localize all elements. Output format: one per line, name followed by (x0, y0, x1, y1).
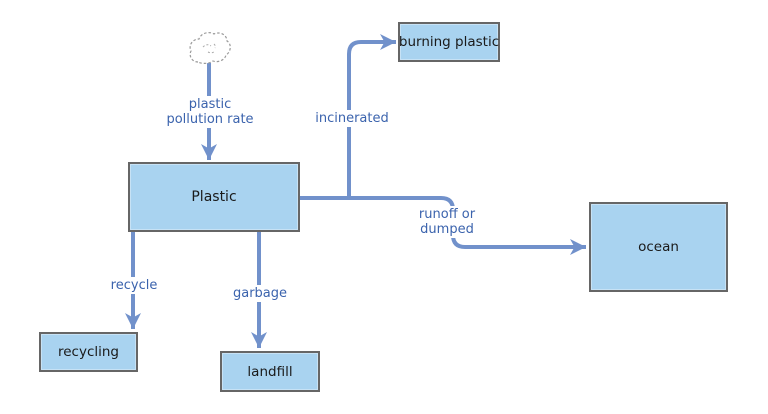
stock-label: landfill (247, 363, 293, 380)
stock-label: ocean (638, 239, 679, 255)
stock-box-ocean[interactable]: ocean (589, 202, 728, 292)
flow-label-line: pollution rate (166, 112, 254, 127)
stock-label: burning plastic (398, 34, 500, 50)
flow-label-garbage[interactable]: garbage (229, 285, 291, 302)
flow-label-plastic-pollution-rate[interactable]: plastic pollution rate (163, 96, 257, 128)
stock-label: recycling (57, 344, 120, 360)
stock-box-recycling[interactable]: recycling (39, 332, 138, 372)
stock-label: Plastic (191, 189, 237, 205)
stock-box-burning-plastic[interactable]: burning plastic (398, 22, 500, 62)
flow-label-incinerated[interactable]: incinerated (312, 110, 392, 127)
stock-box-plastic[interactable]: Plastic (128, 162, 300, 232)
flow-label-line: runoff or (418, 207, 476, 222)
flow-incinerated-line[interactable] (347, 34, 396, 198)
flow-label-line: plastic (188, 97, 232, 112)
flow-label-runoff-or-dumped[interactable]: runoff or dumped (415, 206, 479, 238)
stock-box-landfill[interactable]: landfill (220, 351, 320, 392)
source-cloud-icon[interactable] (189, 32, 231, 64)
flow-label-line: dumped (420, 222, 474, 237)
flow-label-recycle[interactable]: recycle (107, 277, 161, 294)
